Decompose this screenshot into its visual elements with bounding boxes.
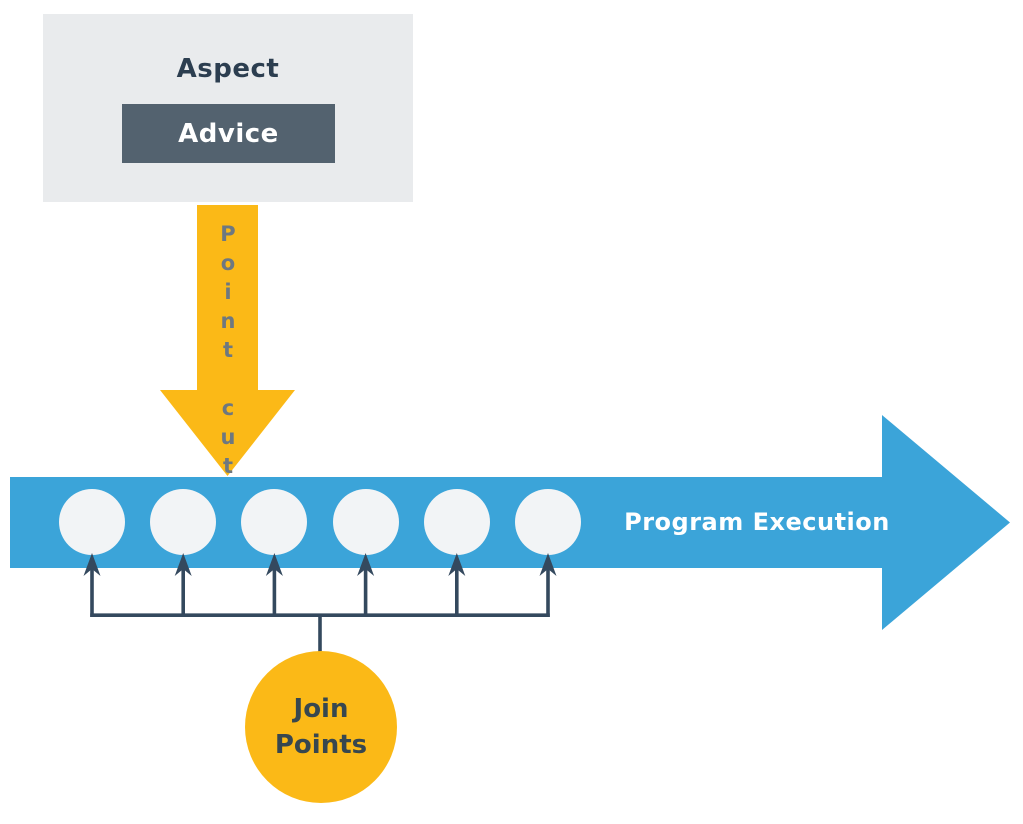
join-point-circle: [59, 489, 125, 555]
advice-box: Advice: [122, 104, 335, 163]
join-points-circle: Join Points: [245, 651, 397, 803]
pointcut-label: Point cut: [216, 222, 240, 483]
aspect-box: Aspect Advice: [43, 14, 413, 202]
up-arrowhead-icon: [265, 553, 283, 576]
join-point-circle: [515, 489, 581, 555]
join-points-label: Join Points: [274, 693, 368, 760]
join-point-circle: [241, 489, 308, 555]
up-arrowhead-icon: [539, 553, 557, 576]
program-execution-label: Program Execution: [624, 508, 890, 536]
join-point-circle: [150, 489, 217, 555]
up-arrowhead-icon: [448, 553, 466, 576]
up-arrowhead-icon: [83, 553, 101, 576]
advice-label: Advice: [178, 118, 279, 149]
join-point-circle: [332, 489, 399, 555]
aspect-label: Aspect: [176, 54, 280, 84]
up-arrowhead-icon: [174, 553, 192, 576]
up-arrowhead-icon: [357, 553, 375, 576]
join-point-circle: [423, 489, 490, 555]
